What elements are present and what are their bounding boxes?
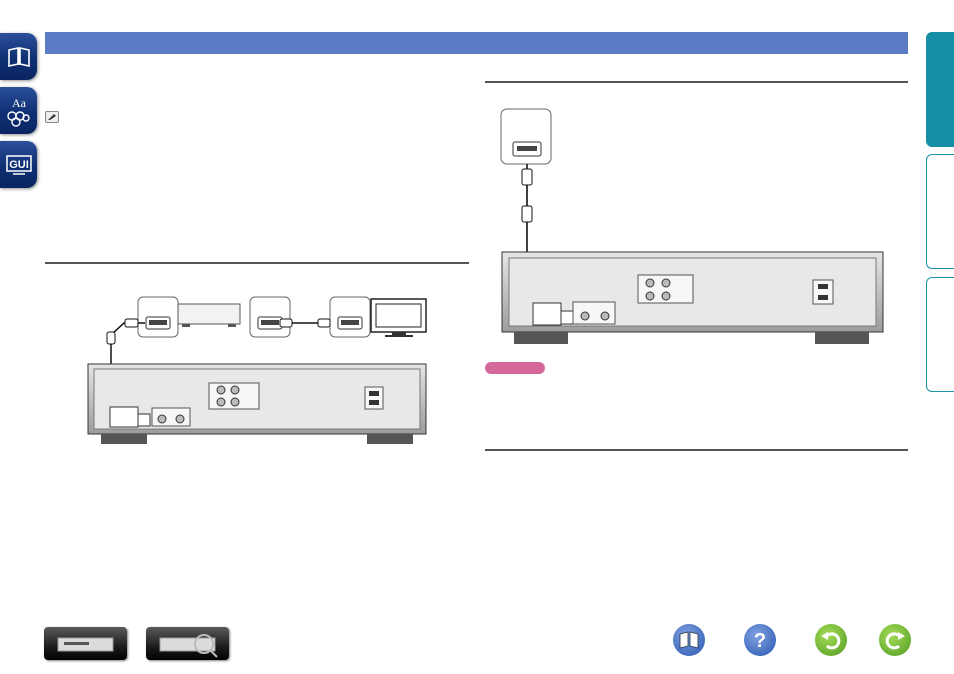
index-tab-2[interactable]	[926, 154, 954, 269]
player-front-icon	[57, 637, 114, 652]
section-rule-top-right	[485, 81, 908, 83]
player-rear-icon	[159, 634, 218, 658]
caution-badge	[485, 362, 545, 374]
back-icon	[821, 632, 841, 650]
forward-button[interactable]	[879, 624, 911, 656]
tv-icon	[370, 298, 427, 337]
section-rule-left	[45, 262, 469, 264]
svg-text:Aa: Aa	[12, 96, 27, 110]
gui-tab[interactable]: GUI	[0, 141, 37, 188]
hdmi-device-box-2	[249, 296, 291, 338]
book-icon	[7, 46, 30, 67]
help-icon: ?	[754, 630, 766, 652]
header-bar	[45, 32, 908, 54]
tv-hdmi-input-box	[500, 108, 552, 165]
forward-icon	[885, 632, 905, 650]
connection-diagram-tv	[500, 108, 884, 344]
section-rule-bottom-right	[485, 449, 908, 451]
dictionary-tab[interactable]: Aa	[0, 87, 37, 134]
gui-icon: GUI	[5, 154, 32, 175]
contents-tab[interactable]	[0, 33, 37, 80]
player-rear-panel	[87, 363, 427, 444]
back-button[interactable]	[815, 624, 847, 656]
connection-diagram-av	[87, 296, 427, 444]
player-rear-panel-right	[501, 251, 884, 344]
hdmi-device-box-3	[329, 296, 371, 338]
svg-text:?: ?	[754, 630, 766, 652]
help-button[interactable]: ?	[744, 624, 776, 656]
rear-panel-button[interactable]	[146, 627, 229, 660]
index-tab-3[interactable]	[926, 277, 954, 392]
svg-text:GUI: GUI	[9, 159, 29, 171]
contents-book-icon	[679, 631, 699, 649]
av-receiver	[177, 303, 241, 327]
index-tab-active[interactable]	[926, 32, 954, 147]
hdmi-device-box-1	[137, 296, 179, 338]
dictionary-icon: Aa	[6, 96, 30, 127]
note-icon	[45, 111, 59, 123]
front-panel-button[interactable]	[44, 627, 127, 660]
contents-button[interactable]	[673, 624, 705, 656]
